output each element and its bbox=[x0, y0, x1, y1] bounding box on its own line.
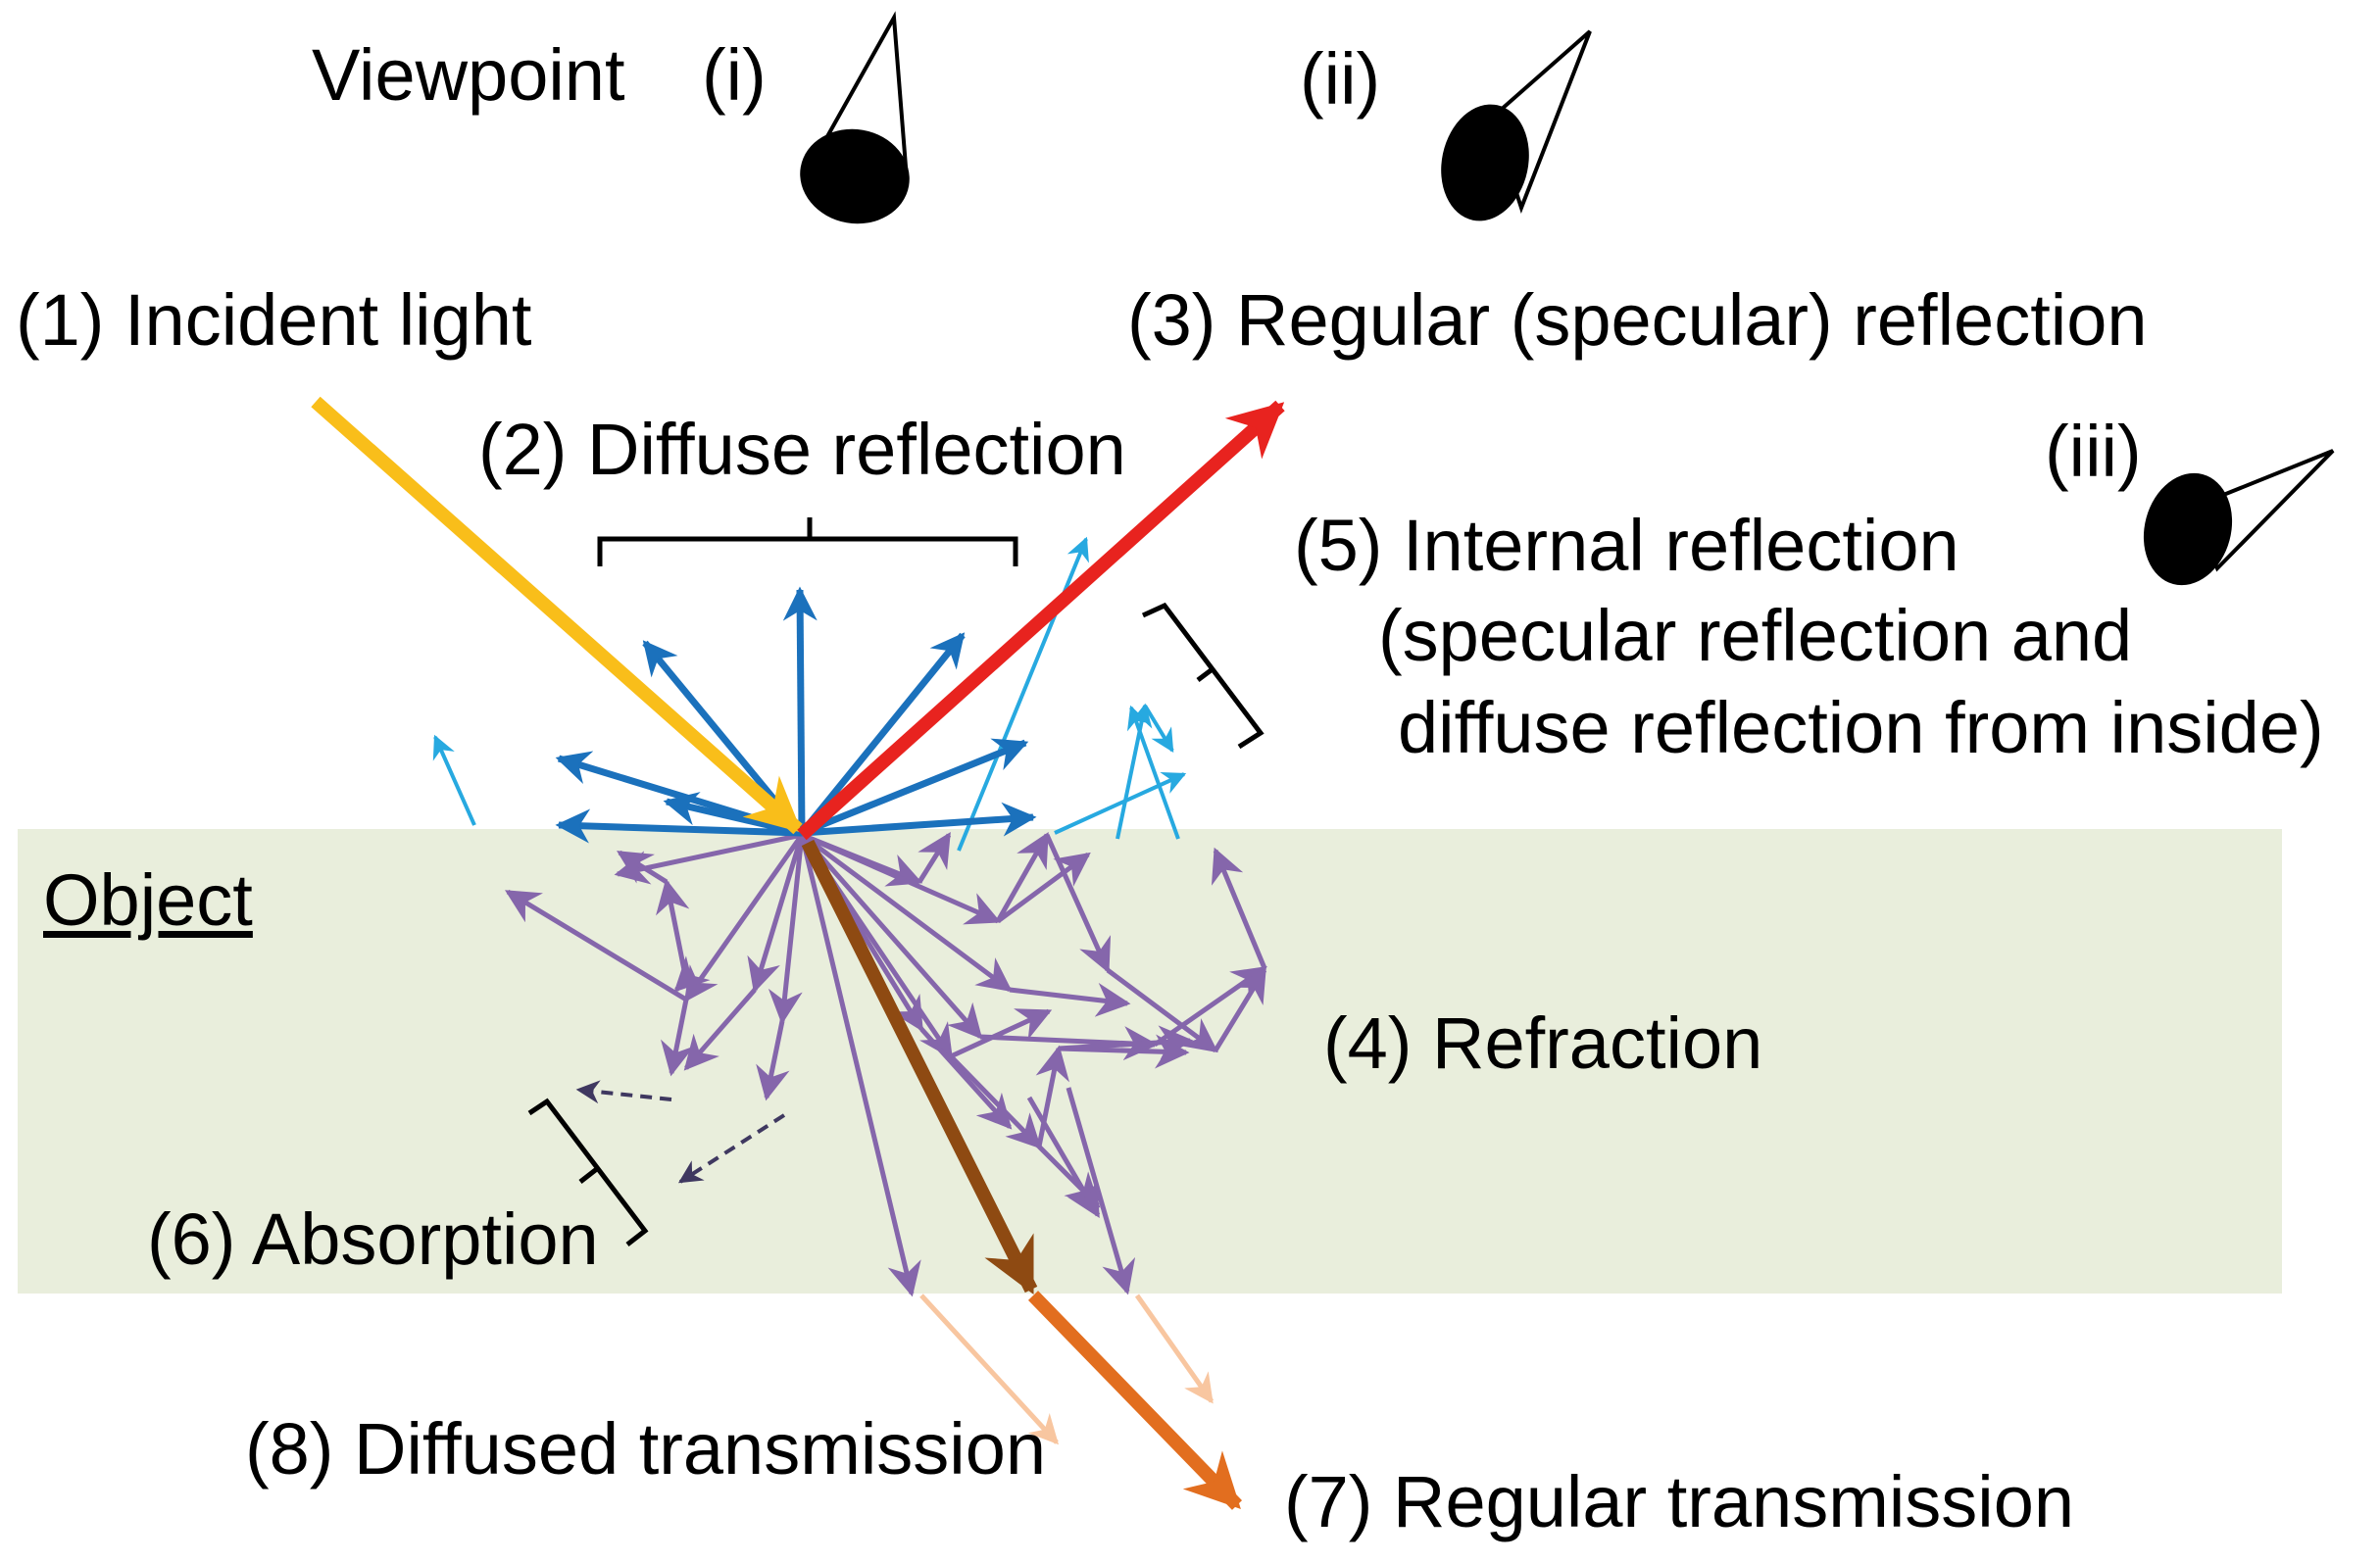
internal-reflection-bracket bbox=[1141, 602, 1264, 750]
regular-transmission-outer-arrow bbox=[1027, 1291, 1243, 1510]
specular-reflection-arrow bbox=[797, 400, 1285, 841]
eye-icon-iii bbox=[2143, 449, 2335, 586]
specular-reflection-label: (3) Regular (specular) reflection bbox=[1127, 279, 2148, 361]
internal-reflection-detail-2: diffuse reflection from inside) bbox=[1398, 687, 2324, 768]
viewpoint-label: Viewpoint bbox=[312, 34, 625, 116]
regular-transmission-inner-arrow bbox=[801, 839, 1038, 1295]
diffused-transmission-label: (8) Diffused transmission bbox=[245, 1408, 1047, 1490]
refraction-arrows bbox=[505, 831, 1267, 1297]
viewpoint-iii-label: (iii) bbox=[2045, 411, 2142, 492]
regular-transmission-label: (7) Regular transmission bbox=[1284, 1461, 2075, 1542]
internal-reflection-arrows bbox=[432, 536, 1187, 852]
diffused-transmission-arrows bbox=[919, 1294, 1215, 1445]
eye-icon-i bbox=[800, 11, 910, 224]
diffuse-reflection-bracket bbox=[597, 517, 1018, 566]
diffuse-reflection-arrows bbox=[555, 586, 1037, 844]
absorption-label: (6) Absorption bbox=[147, 1198, 599, 1280]
eye-icon-ii bbox=[1441, 29, 1592, 221]
viewpoint-ii-label: (ii) bbox=[1300, 38, 1381, 120]
internal-reflection-label: (5) Internal reflection bbox=[1294, 505, 1959, 586]
incident-light-label: (1) Incident light bbox=[16, 279, 532, 361]
refraction-label: (4) Refraction bbox=[1323, 1002, 1763, 1084]
object-region bbox=[18, 829, 2282, 1294]
object-label: Object bbox=[43, 859, 253, 941]
viewpoint-i-label: (i) bbox=[702, 34, 767, 116]
absorption-arrows bbox=[575, 1080, 786, 1184]
incident-light-arrow bbox=[311, 396, 803, 835]
absorption-bracket bbox=[527, 1098, 649, 1246]
internal-reflection-detail-1: (specular reflection and bbox=[1378, 595, 2133, 676]
diffuse-reflection-label: (2) Diffuse reflection bbox=[478, 409, 1126, 490]
